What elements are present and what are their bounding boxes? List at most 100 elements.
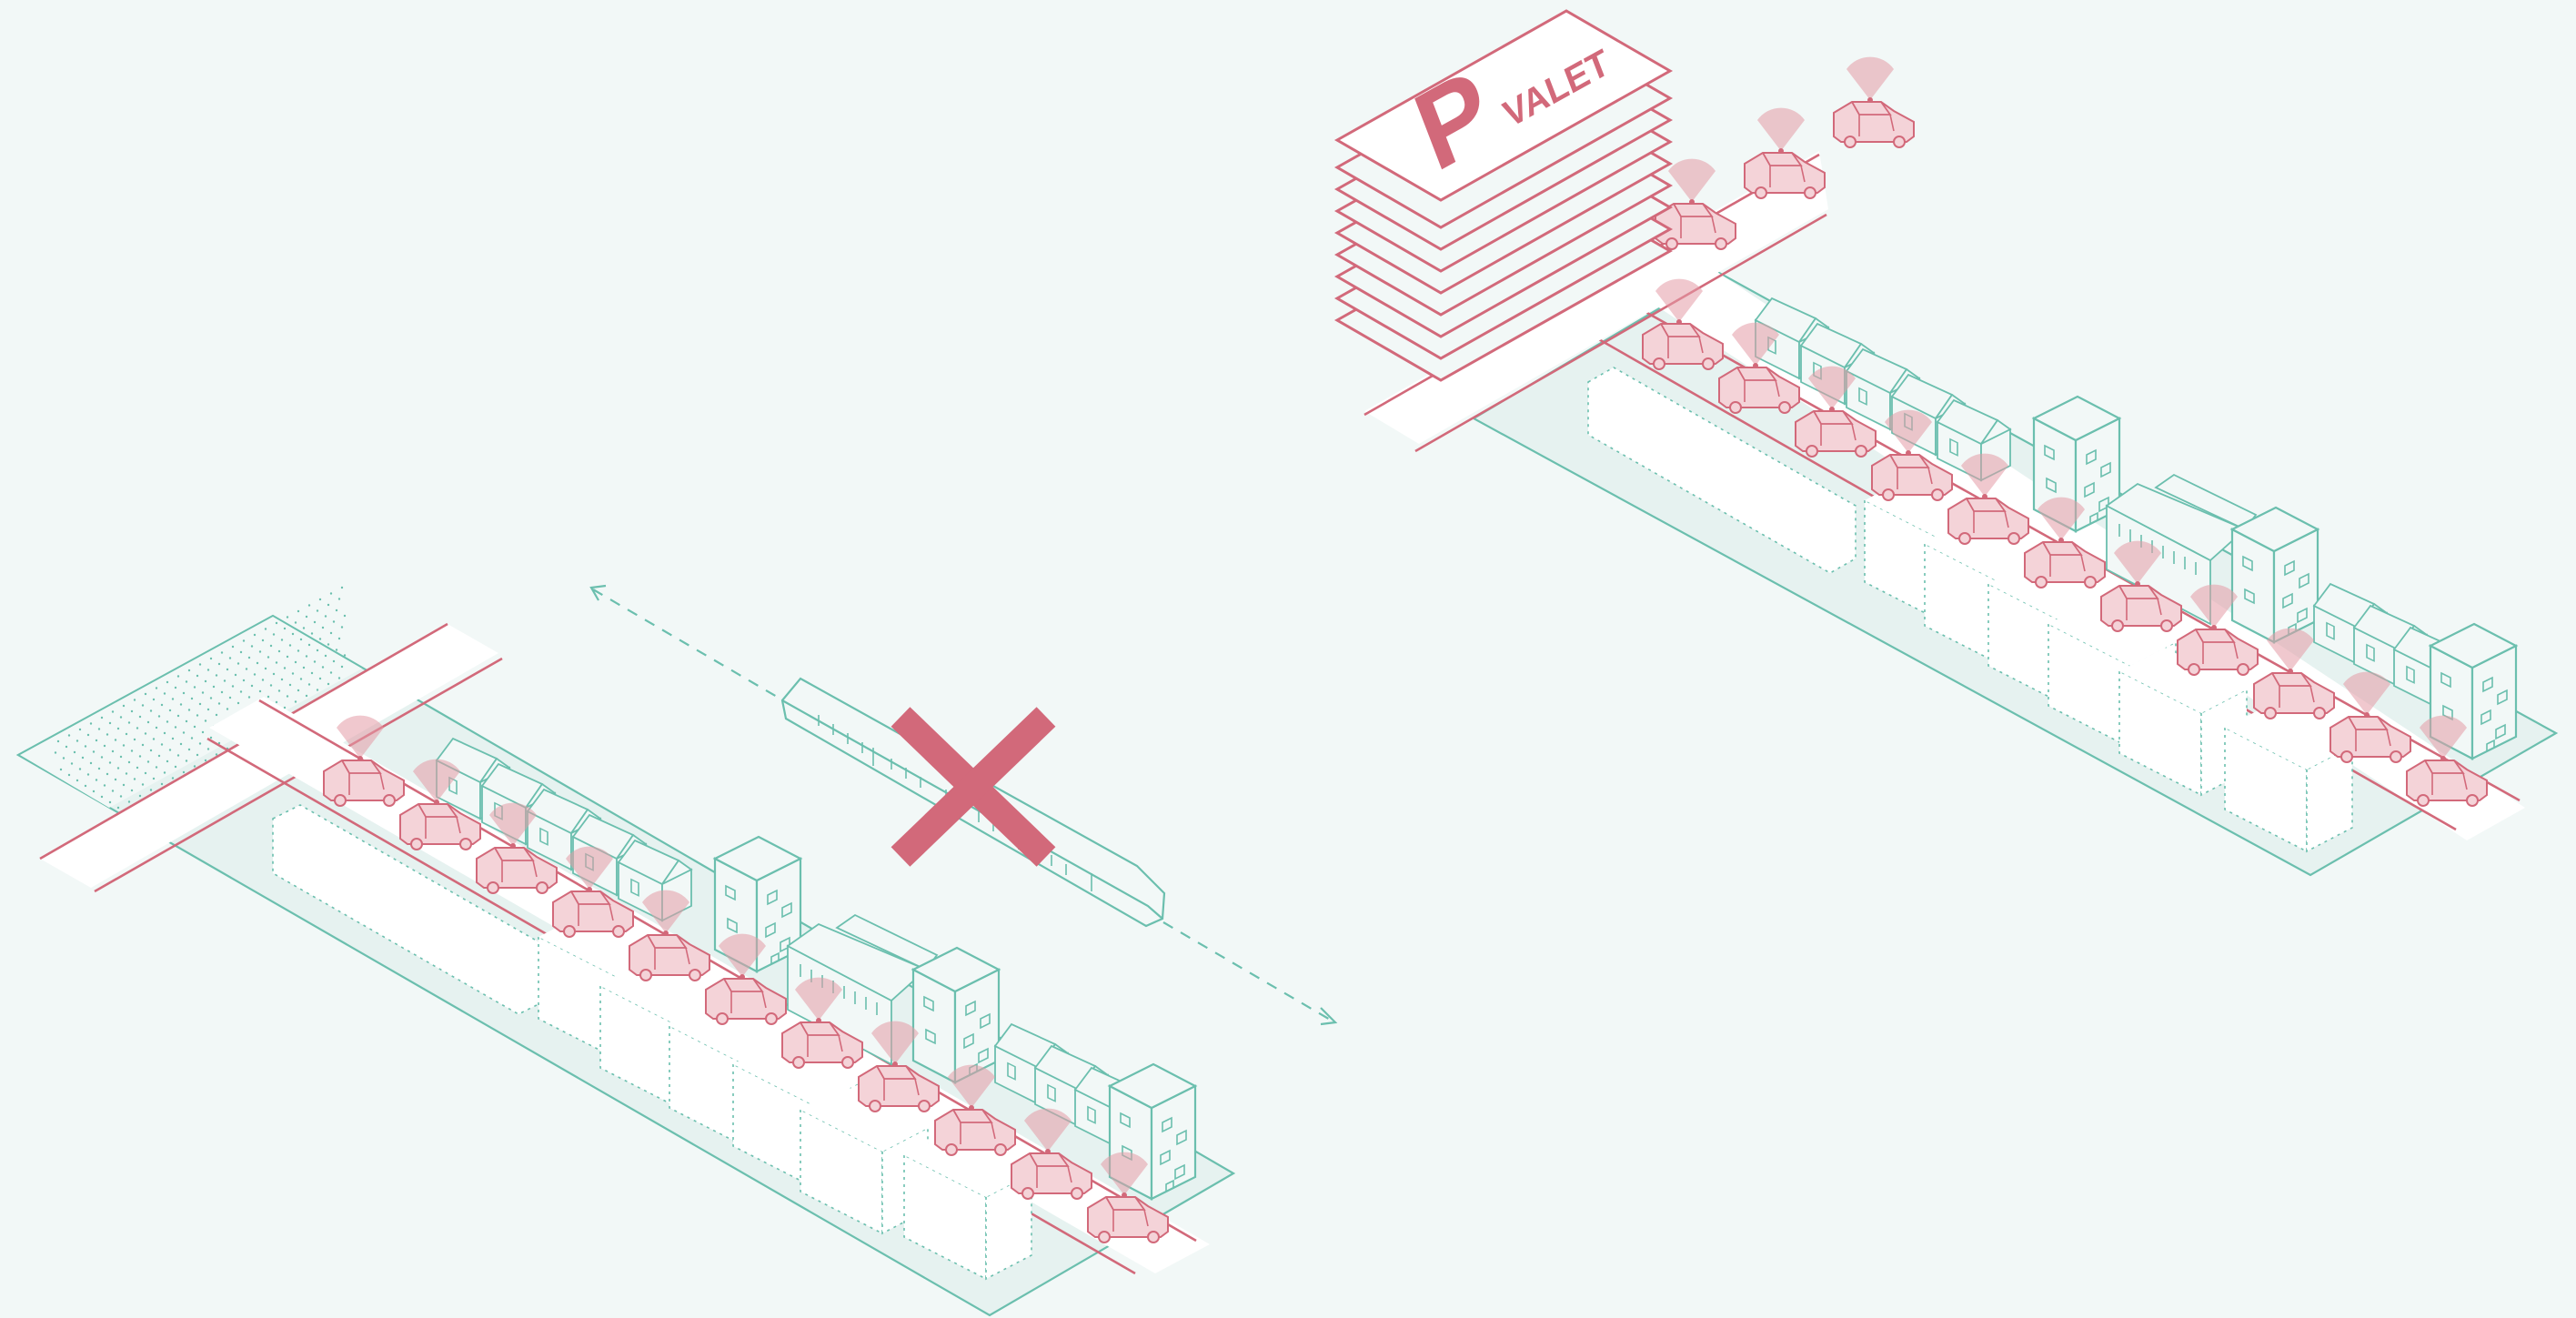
plaza-dot <box>142 783 144 785</box>
plaza-dot <box>153 778 155 780</box>
plaza-dot <box>71 762 73 764</box>
plaza-dot <box>153 738 155 739</box>
plaza-dot <box>276 661 277 663</box>
plaza-dot <box>333 660 335 662</box>
plaza-dot <box>303 667 305 669</box>
plaza-dot <box>85 745 86 747</box>
plaza-dot <box>194 765 196 767</box>
plaza-dot <box>87 734 89 736</box>
plaza-dot <box>183 731 185 733</box>
plaza-dot <box>262 639 264 641</box>
plaza-dot <box>136 727 138 729</box>
plaza-dot <box>213 686 215 688</box>
plaza-dot <box>267 656 269 658</box>
plaza-dot <box>166 760 168 762</box>
plaza-dot <box>319 638 321 639</box>
plaza-dot <box>338 638 340 639</box>
plaza-dot <box>153 699 155 700</box>
plaza-dot <box>295 661 297 663</box>
plaza-dot <box>183 692 185 694</box>
plaza-dot <box>229 657 231 659</box>
plaza-dot <box>191 737 193 739</box>
plaza-dot <box>259 690 261 692</box>
plaza-dot <box>287 695 288 697</box>
plaza-dot <box>161 743 163 745</box>
plaza-dot <box>145 693 146 695</box>
plaza-dot <box>325 655 327 657</box>
plaza-dot <box>237 702 239 704</box>
plaza-dot <box>265 628 267 629</box>
plaza-dot <box>267 696 269 698</box>
plaza-dot <box>210 697 212 699</box>
plaza-dot <box>76 739 78 741</box>
plaza-dot <box>177 715 179 717</box>
plaza-dot <box>128 800 130 802</box>
plaza-dot <box>330 671 332 673</box>
plaza-dot <box>134 778 136 780</box>
plaza-dot <box>120 716 122 718</box>
plaza-dot <box>98 728 100 729</box>
plaza-dot <box>109 761 111 763</box>
plaza-dot <box>344 654 346 656</box>
plaza-dot <box>139 716 141 718</box>
plaza-dot <box>164 732 166 734</box>
plaza-dot <box>90 762 92 764</box>
plaza-dot <box>186 760 187 761</box>
plaza-dot <box>79 768 81 770</box>
plaza-dot <box>169 709 171 711</box>
plaza-dot <box>243 679 245 681</box>
plaza-dot <box>325 615 327 617</box>
plaza-dot <box>336 609 337 611</box>
plaza-dot <box>96 739 97 741</box>
plaza-dot <box>235 674 236 676</box>
right-scene: P VALET <box>1337 11 2556 875</box>
garage-exit-sensor-1 <box>1668 159 1716 205</box>
plaza-dot <box>117 767 119 769</box>
plaza-dot <box>273 633 275 635</box>
plaza-dot <box>109 722 111 724</box>
plaza-dot <box>115 779 116 780</box>
plaza-dot <box>65 746 67 748</box>
plaza-dot <box>164 771 166 773</box>
plaza-dot <box>248 696 250 698</box>
plaza-dot <box>175 766 176 768</box>
plaza-dot <box>145 772 146 774</box>
plaza-dot <box>207 669 209 670</box>
plaza-dot <box>90 722 92 724</box>
plaza-dot <box>308 644 310 646</box>
plaza-dot <box>251 685 253 687</box>
plaza-dot <box>295 621 297 623</box>
plaza-dot <box>338 677 340 679</box>
plaza-dot <box>210 737 212 739</box>
plaza-dot <box>270 684 272 686</box>
plaza-dot <box>257 662 258 664</box>
plaza-dot <box>150 750 152 751</box>
plaza-dot <box>55 751 56 753</box>
plaza-dot <box>101 717 103 719</box>
plaza-dot <box>218 663 220 665</box>
plaza-dot <box>150 709 152 711</box>
plaza-dot <box>338 598 340 599</box>
plaza-dot <box>104 745 106 747</box>
plaza-dot <box>186 680 187 682</box>
plaza-dot <box>93 790 95 792</box>
plaza-dot <box>131 710 133 712</box>
plaza-dot <box>172 738 174 739</box>
plaza-dot <box>120 795 122 797</box>
plaza-dot <box>139 755 141 757</box>
plaza-dot <box>82 757 84 759</box>
plaza-dot <box>164 692 166 694</box>
plaza-dot <box>161 704 163 706</box>
plaza-dot <box>224 679 226 681</box>
plaza-dot <box>284 628 286 629</box>
plaza-dot <box>306 616 307 618</box>
plaza-dot <box>344 615 346 617</box>
plaza-dot <box>123 784 125 786</box>
plaza-dot <box>308 683 310 685</box>
plaza-dot <box>306 655 307 657</box>
plaza-dot <box>311 632 313 634</box>
plaza-dot <box>243 639 245 641</box>
plaza-dot <box>300 678 302 679</box>
garage-exit-sensor-3 <box>1846 57 1894 103</box>
